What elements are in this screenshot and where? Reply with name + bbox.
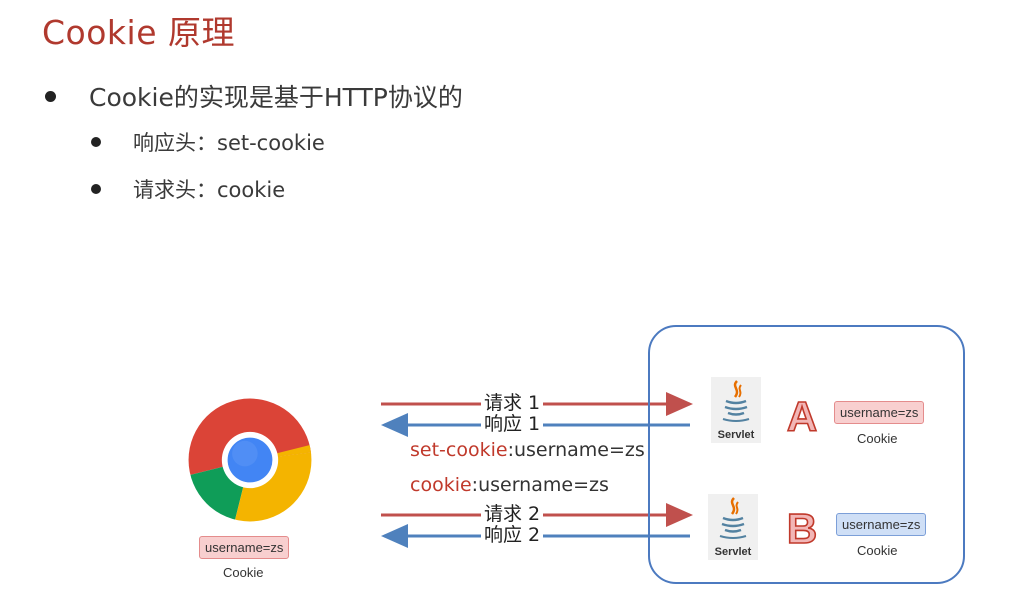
cookie-header: cookie:username=zs bbox=[410, 474, 609, 496]
request-2-label: 请求 2 bbox=[481, 504, 544, 524]
server-b-cookie-badge: username=zs bbox=[836, 513, 927, 536]
server-b-cookie-caption: Cookie bbox=[857, 543, 898, 558]
bullet-text: 响应头：set-cookie bbox=[133, 131, 325, 155]
response-2-label: 响应 2 bbox=[481, 525, 544, 545]
bullet-item: 请求头：cookie bbox=[91, 174, 285, 204]
java-servlet-icon: Servlet bbox=[708, 494, 758, 560]
slide-title: Cookie 原理 bbox=[42, 13, 235, 52]
bullet-dot-icon bbox=[91, 184, 101, 194]
bullet-text: Cookie的实现是基于HTTP协议的 bbox=[89, 83, 463, 112]
java-servlet-icon: Servlet bbox=[711, 377, 761, 443]
bullet-item: Cookie的实现是基于HTTP协议的 bbox=[45, 78, 463, 114]
servlet-label: Servlet bbox=[714, 546, 752, 558]
server-letter-a-text: A bbox=[787, 393, 817, 437]
bullet-item: 响应头：set-cookie bbox=[91, 127, 325, 157]
browser-cookie-badge: username=zs bbox=[199, 536, 290, 559]
bullet-dot-icon bbox=[91, 137, 101, 147]
server-letter-b-text: B bbox=[787, 505, 817, 549]
set-cookie-value: :username=zs bbox=[507, 439, 645, 461]
request-1-label: 请求 1 bbox=[481, 393, 544, 413]
cookie-value: :username=zs bbox=[471, 474, 609, 496]
server-box bbox=[648, 325, 965, 584]
server-a-cookie-badge: username=zs bbox=[834, 401, 925, 424]
server-letter-b: B bbox=[786, 505, 818, 549]
bullet-dot-icon bbox=[45, 90, 56, 102]
response-1-label: 响应 1 bbox=[481, 414, 544, 434]
set-cookie-key: set-cookie bbox=[410, 439, 508, 461]
server-a-cookie-caption: Cookie bbox=[857, 431, 898, 446]
servlet-label: Servlet bbox=[717, 429, 755, 441]
server-letter-a: A bbox=[786, 393, 818, 437]
bullet-text: 请求头：cookie bbox=[133, 178, 286, 202]
chrome-icon bbox=[188, 398, 312, 522]
browser-cookie-caption: Cookie bbox=[223, 565, 264, 580]
set-cookie-header: set-cookie:username=zs bbox=[410, 439, 645, 461]
cookie-key: cookie bbox=[410, 474, 472, 496]
